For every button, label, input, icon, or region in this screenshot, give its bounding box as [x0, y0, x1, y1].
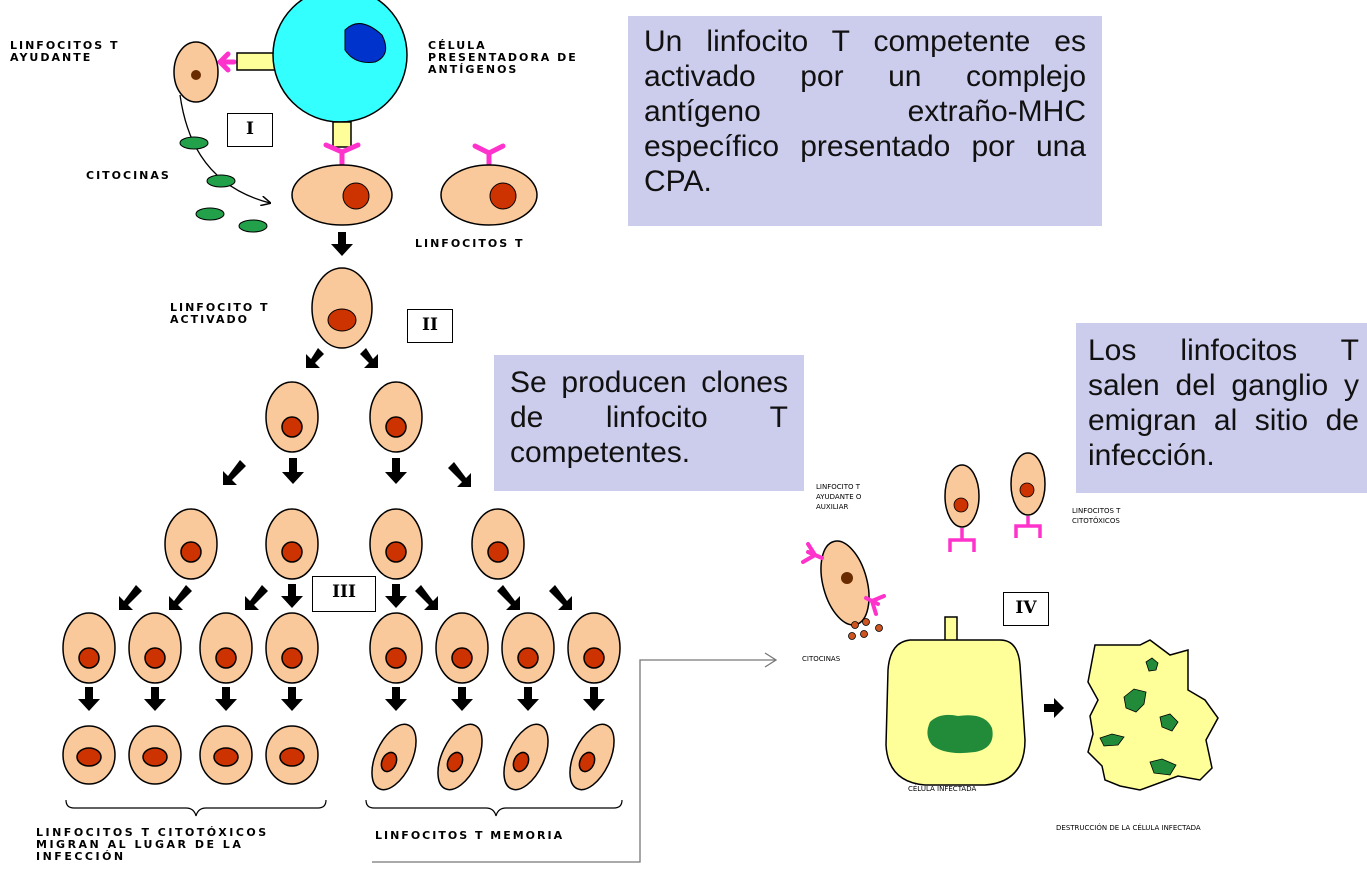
- label-memory-t: LINFOCITOS T MEMORIA: [375, 829, 565, 842]
- cytokine-flow: [179, 94, 270, 233]
- cytokines-small: [848, 618, 883, 640]
- helper-t-cell: [173, 41, 219, 103]
- label-destruction: DESTRUCCIÓN DE LA CÉLULA INFECTADA: [1056, 824, 1201, 832]
- label-apc: CÉLULA PRESENTADORA DE ANTÍGENOS: [428, 39, 578, 76]
- braces: [65, 799, 623, 817]
- label-cytokines-2: CITOCINAS: [802, 655, 841, 663]
- label-helper-auxiliary: LINFOCITO T AYUDANTE O AUXILIAR: [816, 483, 862, 511]
- t-cell-unbound: [440, 143, 538, 226]
- note-emigration: Los linfocitos T salen del ganglio y emi…: [1076, 323, 1367, 493]
- down-arrows: [78, 232, 1064, 718]
- antigen-presenting-cell: [236, 0, 408, 148]
- cytotoxic-cells-row: [62, 725, 319, 785]
- activated-t-cell: [311, 267, 373, 349]
- cytotoxic-cells-pair: [944, 452, 1046, 552]
- infected-cell: [885, 616, 1026, 786]
- label-infected-cell: CÉLULA INFECTADA: [908, 785, 977, 793]
- destroyed-cell: [1087, 639, 1219, 791]
- label-cytotoxic-migrate: LINFOCITOS T CITOTÓXICOS MIGRAN AL LUGAR…: [36, 826, 269, 863]
- stage-marker-3: III: [312, 576, 376, 612]
- label-cytotoxic-t: LINFOCITOS T CITOTÓXICOS: [1072, 507, 1121, 525]
- helper-auxiliary-cell: [801, 540, 886, 626]
- label-cytokines: CITOCINAS: [86, 169, 171, 182]
- stage-marker-2: II: [407, 309, 453, 343]
- note-emigration-text: Los linfocitos T salen del ganglio y emi…: [1088, 334, 1359, 472]
- t-cell-binding: [291, 142, 393, 226]
- connector-line: [372, 659, 775, 863]
- label-activated-t: LINFOCITO T ACTIVADO: [170, 301, 270, 326]
- label-helper-t: LINFOCITOS T AYUDANTE: [10, 39, 120, 64]
- note-clones-text: Se producen clones de linfocito T compet…: [510, 366, 788, 469]
- helper-receptor: [217, 51, 237, 73]
- stage-marker-4: IV: [1003, 592, 1049, 626]
- connector-arrowhead: [764, 652, 778, 668]
- note-activation-text: Un linfocito T competente es activado po…: [644, 25, 1086, 198]
- note-clones: Se producen clones de linfocito T compet…: [494, 355, 804, 491]
- label-t-cells: LINFOCITOS T: [415, 237, 525, 250]
- stage-marker-1: I: [227, 113, 273, 147]
- memory-cells-row: [371, 723, 615, 791]
- clone-cells: [62, 381, 621, 684]
- note-activation: Un linfocito T competente es activado po…: [628, 16, 1102, 226]
